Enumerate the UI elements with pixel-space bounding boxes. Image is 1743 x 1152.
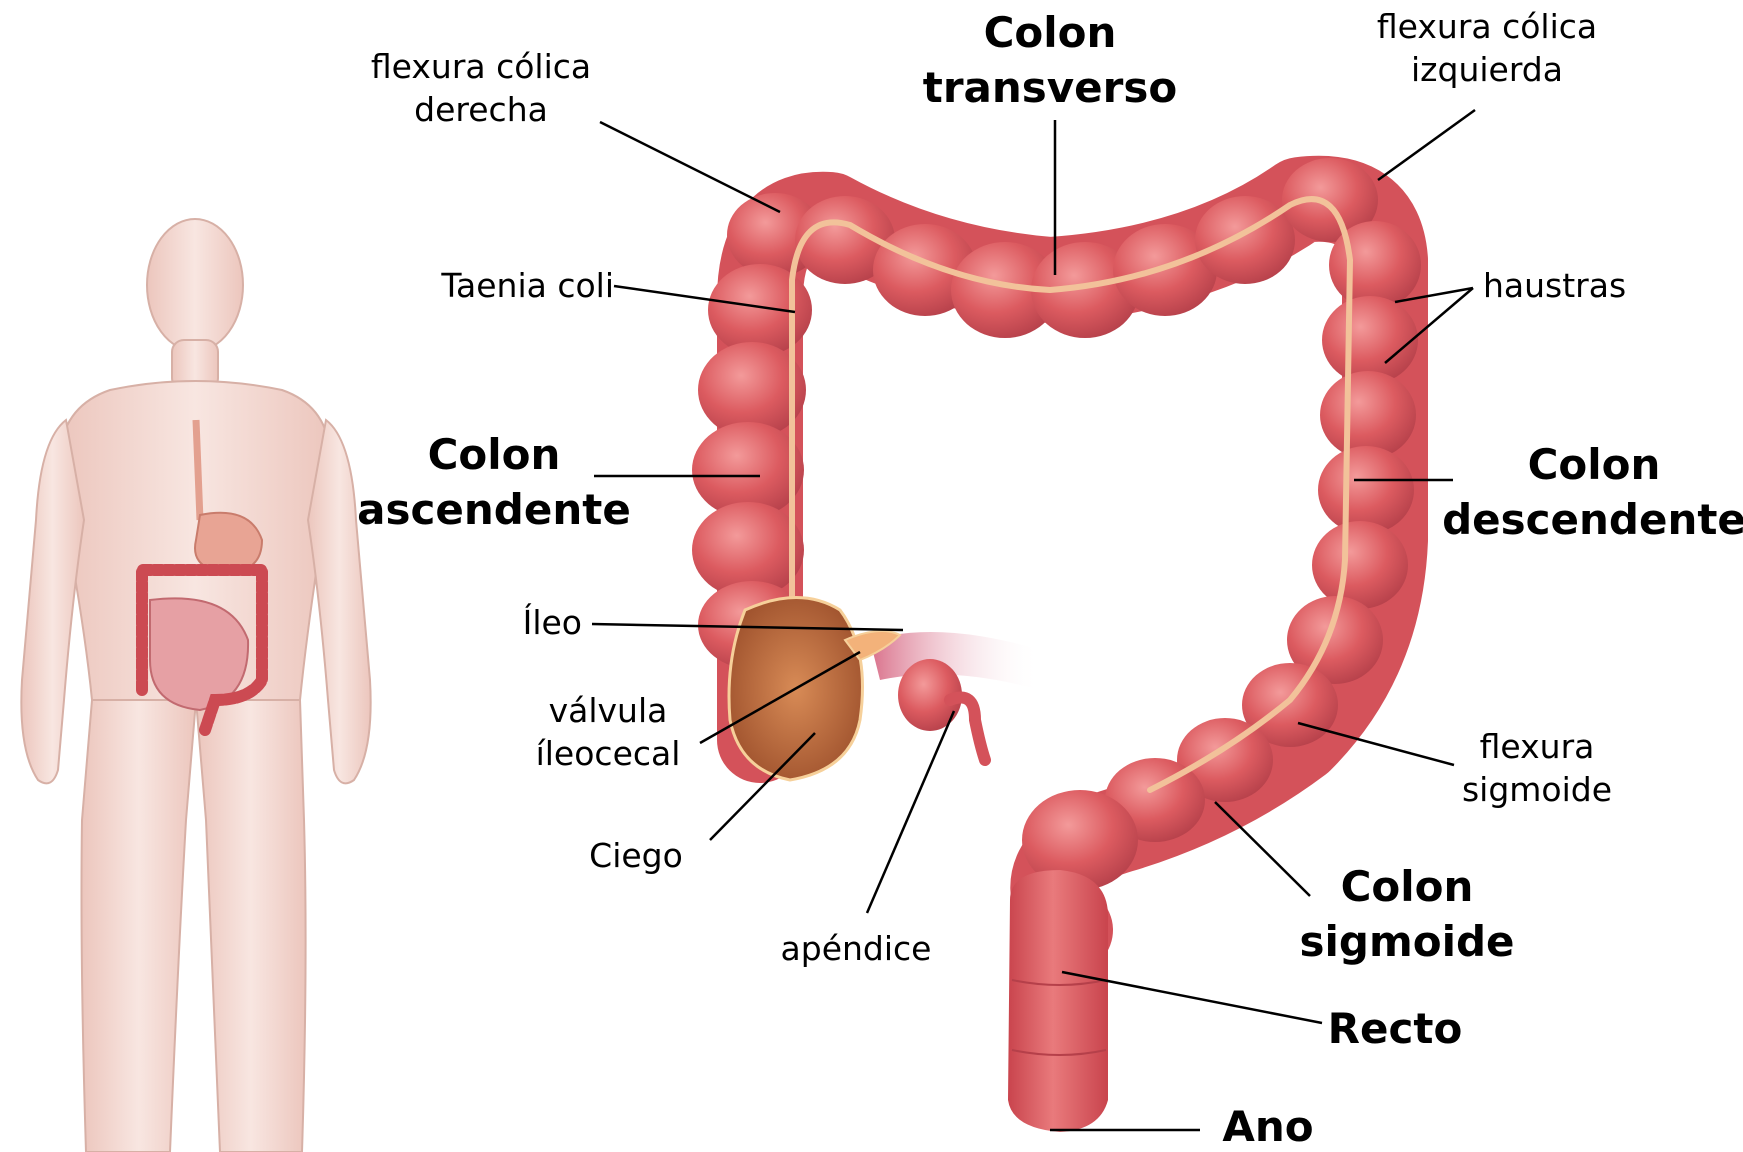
label-apendice: apéndice (781, 928, 932, 971)
label-flexura-sigmoide-line1: flexura (1462, 726, 1612, 769)
label-valvula-ileocecal: válvula íleocecal (536, 690, 681, 776)
label-flexura-colica-derecha: flexura cólica derecha (371, 46, 591, 132)
body-head (147, 219, 243, 351)
label-ano: Ano (1222, 1100, 1313, 1152)
label-colon-sigmoide: Colon sigmoide (1299, 860, 1514, 969)
leader-colon-sigmoide (1215, 802, 1310, 896)
body-esophagus (196, 420, 200, 520)
label-colon-sigmoide-line2: sigmoide (1299, 915, 1514, 970)
label-colon-descendente: Colon descendente (1442, 438, 1743, 547)
label-valvula-line2: íleocecal (536, 733, 681, 776)
label-colon-descendente-line2: descendente (1442, 493, 1743, 548)
label-colon-ascendente-line1: Colon (357, 428, 631, 483)
haustra-transverse (795, 158, 1378, 338)
label-flexura-derecha-line1: flexura cólica (371, 46, 591, 89)
label-ciego: Ciego (589, 835, 683, 878)
label-flexura-sigmoide: flexura sigmoide (1462, 726, 1612, 812)
body-left-leg (82, 700, 197, 1152)
label-flexura-sigmoide-line2: sigmoide (1462, 769, 1612, 812)
leader-flexura-derecha (600, 122, 780, 212)
label-ileo: Íleo (523, 602, 582, 645)
label-recto: Recto (1328, 1002, 1463, 1057)
label-haustras: haustras (1483, 265, 1626, 308)
label-taenia-coli: Taenia coli (441, 265, 614, 308)
haustra-lobe (1322, 296, 1418, 384)
label-valvula-line1: válvula (536, 690, 681, 733)
leader-flexura-izquierda (1378, 110, 1475, 180)
label-flexura-colica-izquierda: flexura cólica izquierda (1377, 6, 1597, 92)
label-colon-transverso-line2: transverso (923, 61, 1177, 116)
haustra-lobe (1320, 371, 1416, 459)
haustra-lobe (1318, 446, 1414, 534)
label-colon-descendente-line1: Colon (1442, 438, 1743, 493)
label-colon-sigmoide-line1: Colon (1299, 860, 1514, 915)
colon-illustration (692, 158, 1421, 1132)
haustra-lobe (708, 264, 812, 356)
label-colon-transverso-line1: Colon (923, 6, 1177, 61)
label-flexura-izquierda-line1: flexura cólica (1377, 6, 1597, 49)
haustra-lobe (1312, 521, 1408, 609)
body-right-leg (196, 700, 306, 1152)
rectum (1008, 870, 1108, 1132)
label-colon-ascendente: Colon ascendente (357, 428, 631, 537)
leader-apendice (867, 711, 954, 913)
label-flexura-derecha-line2: derecha (371, 89, 591, 132)
label-colon-transverso: Colon transverso (923, 6, 1177, 115)
label-colon-ascendente-line2: ascendente (357, 483, 631, 538)
body-left-arm (21, 420, 84, 783)
label-flexura-izquierda-line2: izquierda (1377, 49, 1597, 92)
